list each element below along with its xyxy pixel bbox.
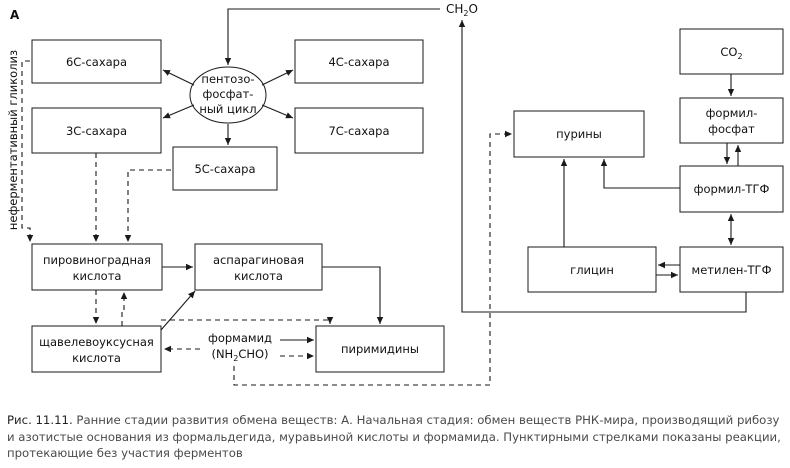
- arrow-oxaloacetate-to-aspartate: [160, 290, 196, 331]
- purines-label: пурины: [556, 127, 602, 141]
- formamide-label-1: формамид: [208, 331, 272, 345]
- ppp-cycle: [189, 66, 267, 124]
- caption-text: Ранние стадии развития обмена веществ: А…: [7, 413, 781, 460]
- sugar4-box: [294, 39, 424, 84]
- glycine-label: глицин: [570, 263, 614, 277]
- arrow-sugar5-to-pyruvate: [124, 169, 171, 242]
- formylphosphate-box: [679, 97, 784, 144]
- pyruvate-label-2: кислота: [73, 269, 122, 283]
- oxaloacetate-label-2: кислота: [72, 351, 121, 365]
- sugar7-label: 7С-сахара: [328, 124, 389, 138]
- oxaloacetate-label-1: щавелевоуксусная: [39, 335, 154, 349]
- sugar6-label: 6С-сахара: [66, 55, 127, 69]
- figure-caption: Рис. 11.11. Ранние стадии развития обмен…: [7, 412, 785, 462]
- formamide-label-2: (NH2CHO): [211, 347, 268, 363]
- ppp-label-2: фосфат-: [203, 87, 254, 101]
- arrow-formamide-to-purines: [233, 130, 512, 386]
- co2-label: CO2: [720, 45, 742, 61]
- formylphosphate-label-2: фосфат: [708, 122, 755, 136]
- arrow-ppp-to-sugar6: [162, 69, 195, 86]
- methylenethf-label: метилен-ТГФ: [692, 263, 772, 277]
- pyrimidines-box: [315, 325, 445, 373]
- sugar5-label: 5С-сахара: [194, 162, 255, 176]
- sugar3-box: [31, 107, 162, 154]
- sugar6-box: [31, 39, 162, 84]
- oxaloacetate-box: [31, 325, 162, 373]
- sugar3-label: 3С-сахара: [66, 124, 127, 138]
- ch2o-label: CH2O: [446, 2, 478, 18]
- arrow-ch2o-to-ppp: [224, 8, 440, 65]
- pyrimidines-label: пиримидины: [341, 342, 419, 356]
- arrow-ppp-to-sugar4: [261, 69, 294, 86]
- methylenethf-box: [679, 246, 784, 293]
- co2-box: [679, 28, 784, 75]
- purines-box: [513, 110, 645, 158]
- side-label: неферментативный гликолиз: [6, 50, 20, 230]
- arrow-aspartate-to-pyrimidines: [322, 266, 384, 324]
- formylphosphate-label-1: формил-: [706, 106, 758, 120]
- arrow-oxaloacetate-to-pyrimidines: [161, 317, 334, 324]
- arrow-formylthf-to-purines: [600, 159, 680, 189]
- ppp-label-3: ный цикл: [199, 102, 256, 116]
- sugar7-box: [294, 107, 424, 154]
- glycine-box: [527, 246, 657, 293]
- aspartate-label-2: кислота: [234, 269, 283, 283]
- sugar4-label: 4С-сахара: [328, 55, 389, 69]
- arrow-sugar6-to-pyruvate: [21, 60, 34, 242]
- arrow-ppp-to-sugar7: [261, 104, 294, 119]
- pyruvate-label-1: пировиноградная: [43, 253, 151, 267]
- arrow-ppp-to-sugar3: [162, 104, 195, 119]
- pyruvate-box: [31, 243, 163, 291]
- arrow-methylenethf-to-ch2o: [458, 20, 747, 313]
- aspartate-box: [194, 243, 323, 291]
- panel-label: А: [10, 8, 20, 22]
- ppp-label-1: пентозо-: [201, 72, 254, 86]
- sugar5-box: [172, 146, 278, 191]
- arrow-oxaloacetate-to-pyruvate: [120, 292, 128, 326]
- caption-prefix: Рис. 11.11.: [7, 413, 73, 427]
- formylthf-label: формил-ТГФ: [694, 182, 770, 196]
- formylthf-box: [679, 165, 784, 213]
- metabolism-diagram: А 6С-сахара 4С-сахара 3С-сахара 7С-сахар…: [6, 2, 784, 386]
- aspartate-label-1: аспарагиновая: [213, 253, 304, 267]
